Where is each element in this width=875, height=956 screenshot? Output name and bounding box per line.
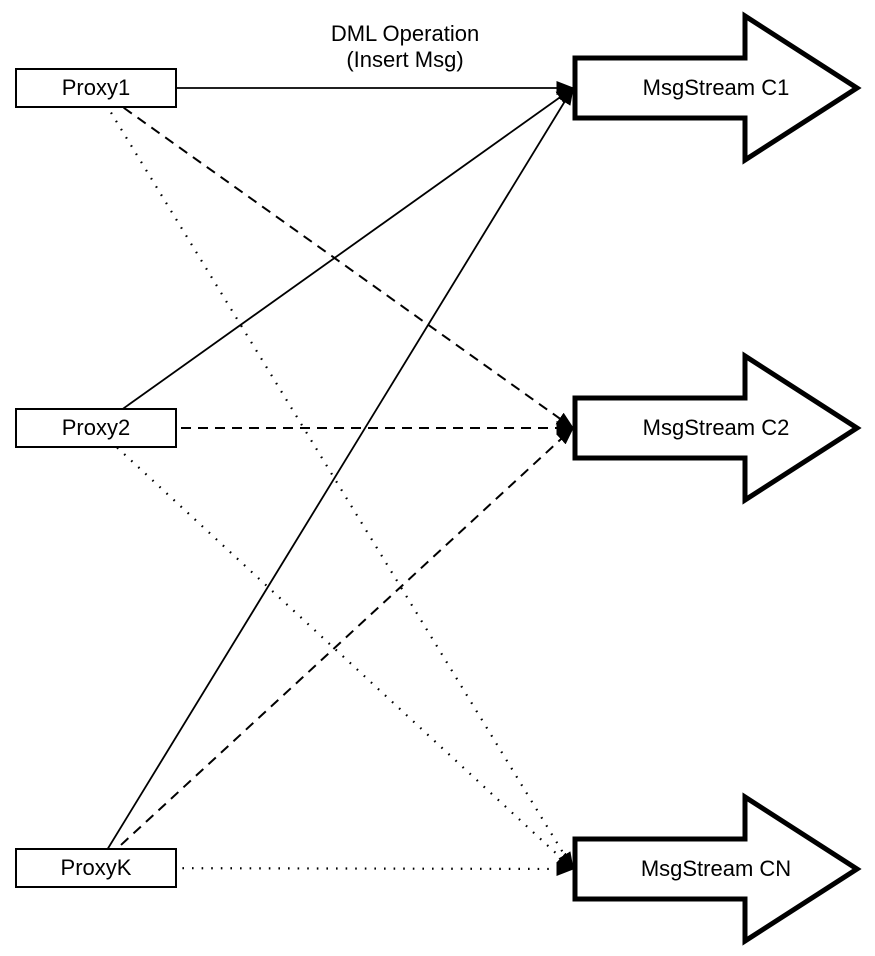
proxy-node-proxy2: Proxy2 bbox=[15, 408, 177, 448]
edge-proxyk-to-c2 bbox=[95, 426, 575, 869]
edge-proxyk-to-c1 bbox=[95, 86, 574, 869]
msgstream-c2-block-arrow-icon bbox=[572, 351, 862, 505]
dml-operation-label-line2: (Insert Msg) bbox=[346, 47, 464, 72]
msgstream-cn-block-arrow-icon bbox=[572, 792, 862, 946]
proxy-node-proxyk: ProxyK bbox=[15, 848, 177, 888]
proxyk-label: ProxyK bbox=[60, 855, 132, 880]
proxy-node-proxy1: Proxy1 bbox=[15, 68, 177, 108]
connector-edges-group bbox=[95, 81, 575, 876]
proxy1-label: Proxy1 bbox=[61, 75, 131, 100]
msgstream-c1-block-arrow-icon bbox=[572, 11, 862, 165]
proxy2-label: Proxy2 bbox=[61, 415, 131, 440]
edge-proxy2-to-c1 bbox=[95, 87, 575, 429]
dml-operation-label-line1: DML Operation bbox=[330, 21, 480, 46]
edge-annotation-dml-operation: DML Operation (Insert Msg) bbox=[295, 21, 515, 73]
